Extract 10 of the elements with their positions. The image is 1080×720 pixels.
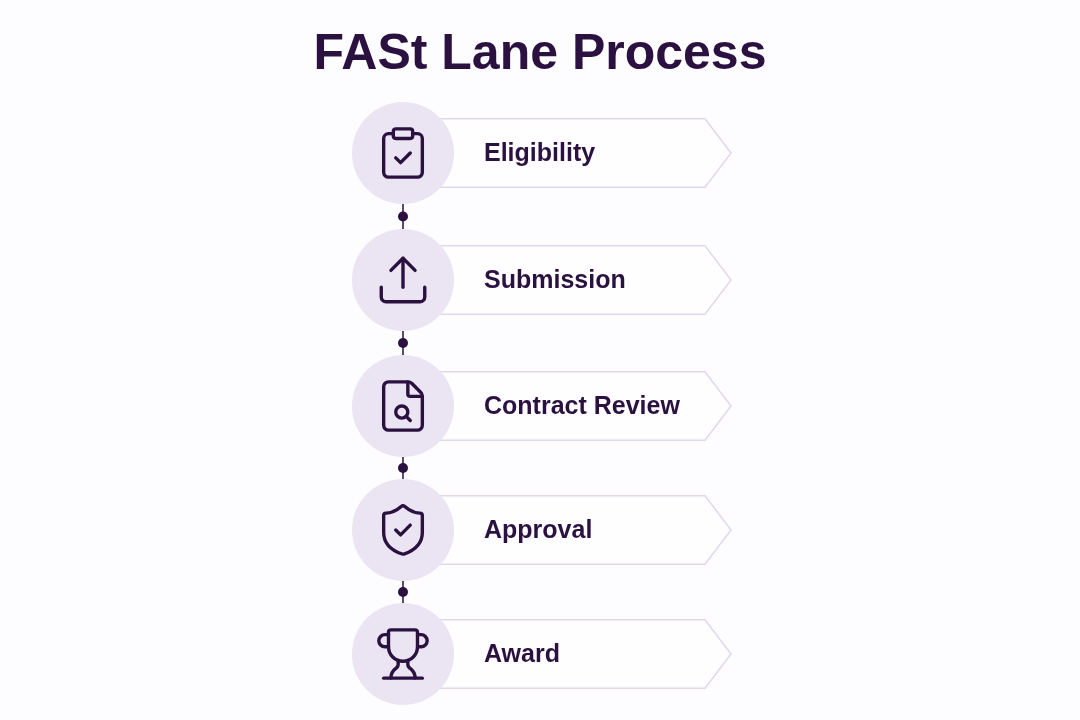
step-label: Contract Review (484, 390, 680, 422)
connector-line (402, 580, 404, 604)
step-label: Submission (484, 264, 626, 296)
connector-line (402, 203, 404, 230)
step-label: Eligibility (484, 137, 596, 169)
step-label: Approval (484, 514, 593, 546)
connector-line (402, 456, 404, 480)
step-label: Award (484, 638, 560, 670)
title: FASt Lane Process (313, 23, 767, 82)
connector-line (402, 330, 404, 356)
